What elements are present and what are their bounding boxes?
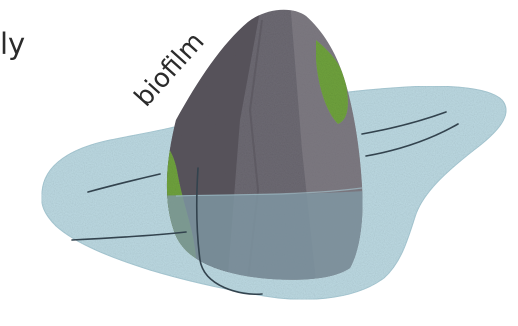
partial-word-label: ly: [0, 27, 25, 61]
